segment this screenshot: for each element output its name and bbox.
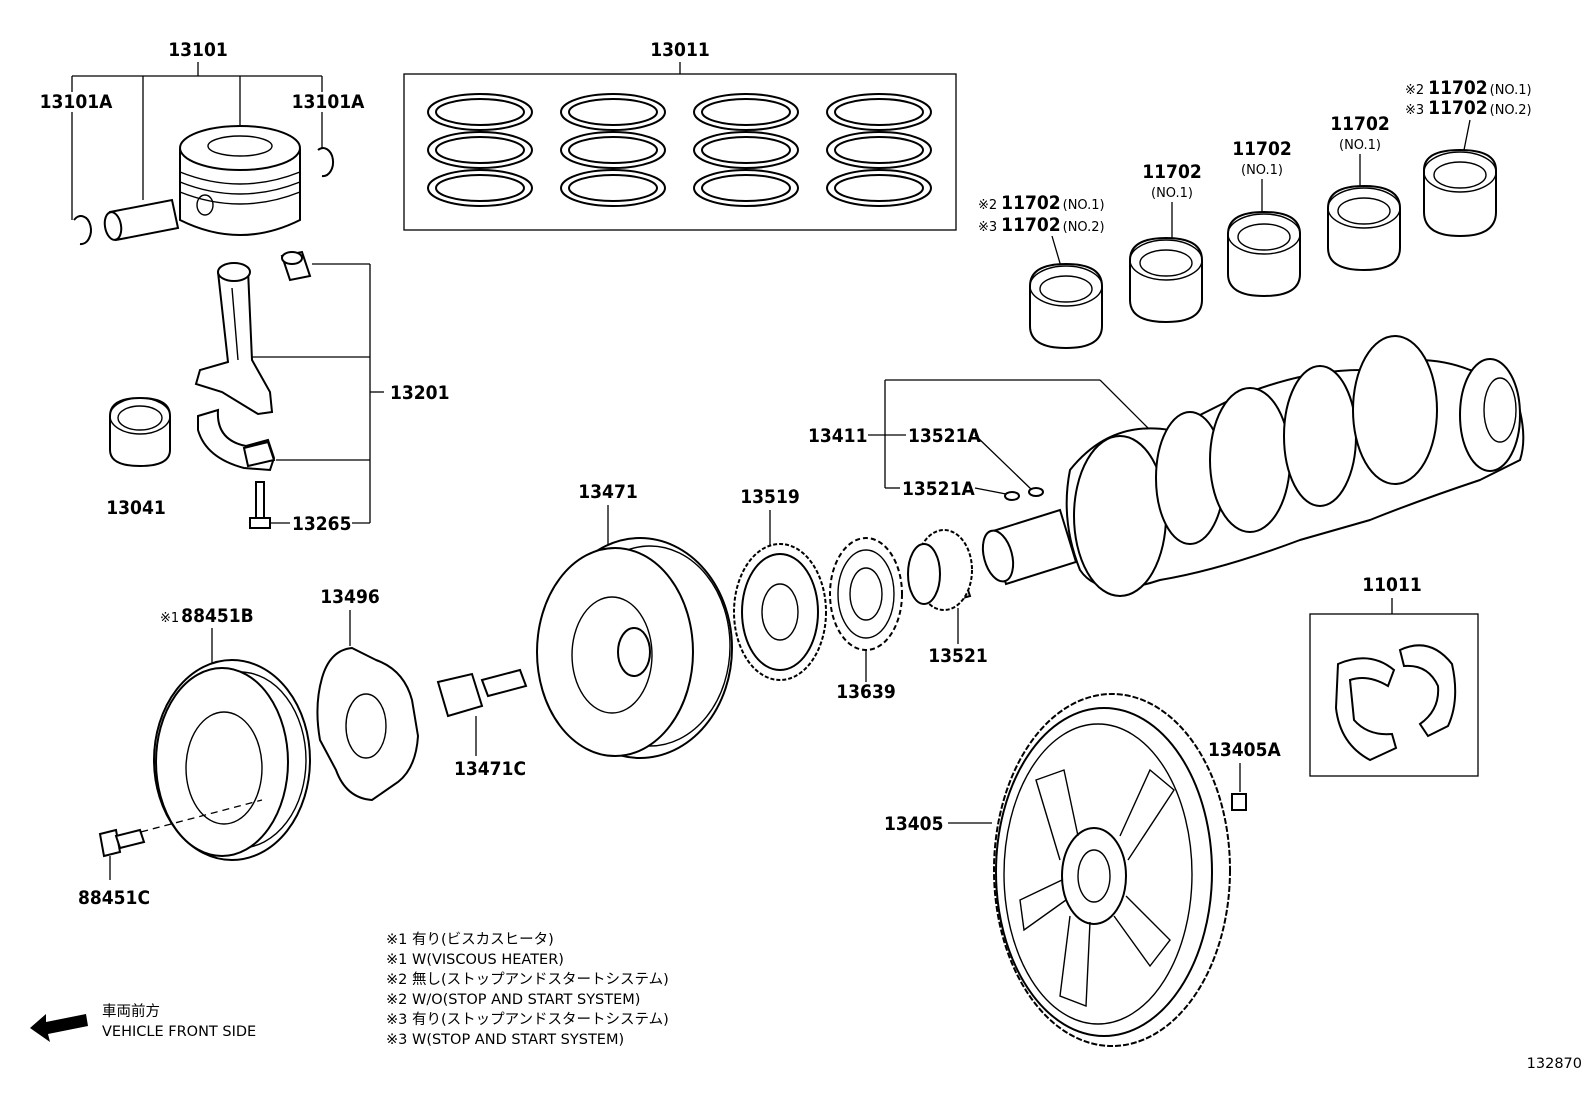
bearing-2-sub: (NO.1) — [1151, 186, 1193, 201]
piston-group: 13101 13101A 13101A — [40, 39, 365, 246]
bearing-2-part: 11702 — [1142, 161, 1201, 183]
piston-ring-set: 13011 — [403, 39, 957, 231]
part-13521: 13521 — [928, 645, 987, 667]
crankshaft-damper-pulley — [536, 537, 733, 759]
part-88451C: 88451C — [78, 887, 150, 909]
thrust-washer-box — [1309, 613, 1479, 777]
woodruff-key-1 — [1004, 491, 1020, 501]
connecting-rod — [194, 262, 274, 416]
note-6: ※3 W(STOP AND START SYSTEM) — [386, 1032, 624, 1048]
part-13405: 13405 — [884, 813, 943, 835]
damper-pulley-group: 13471 13471C 13496 — [316, 481, 733, 802]
bearing-4-part: 11702 — [1330, 113, 1389, 135]
ring-set-3 — [693, 93, 799, 207]
bearing-shell-2 — [1129, 236, 1203, 324]
pulley-set-plate — [316, 646, 420, 802]
thrust-washer-right — [1398, 644, 1457, 738]
woodruff-key-2 — [1028, 487, 1044, 497]
thrust-washer-left — [1334, 657, 1398, 762]
pulley-bolt — [436, 668, 528, 718]
rod-cap — [197, 408, 276, 472]
footnotes: ※1 有り(ビスカスヒータ) ※1 W(VISCOUS HEATER) ※2 無… — [386, 931, 669, 1048]
part-13471C: 13471C — [454, 758, 526, 780]
drive-plate-group: 13405 13405A — [884, 693, 1281, 1047]
part-13405A: 13405A — [1208, 739, 1281, 761]
note-1: ※1 有り(ビスカスヒータ) — [386, 931, 554, 948]
flywheel-pin — [1231, 793, 1247, 811]
ring-set-4 — [826, 93, 932, 207]
part-13101A-left: 13101A — [40, 91, 113, 113]
part-13496: 13496 — [320, 586, 379, 608]
ring-set-2 — [560, 93, 666, 207]
front-direction-indicator: 車両前方 VEHICLE FRONT SIDE — [30, 1003, 256, 1042]
note-5: ※3 有り(ストップアンドスタートシステム) — [386, 1011, 669, 1028]
crankshaft-group: 13411 13521A 13521A — [808, 335, 1525, 597]
part-13521A-upper: 13521A — [908, 425, 981, 447]
connecting-rod-group: 13201 13041 13265 — [106, 250, 449, 535]
part-11011: 11011 — [1362, 574, 1421, 596]
note-4: ※2 W/O(STOP AND START SYSTEM) — [386, 992, 640, 1008]
part-13519: 13519 — [740, 486, 799, 508]
part-13101A-right: 13101A — [292, 91, 365, 113]
direction-en: VEHICLE FRONT SIDE — [102, 1024, 256, 1040]
crankshaft — [981, 335, 1525, 597]
part-13201: 13201 — [390, 382, 449, 404]
crankshaft-timing-gear — [907, 529, 973, 611]
part-13639: 13639 — [836, 681, 895, 703]
direction-jp: 車両前方 — [102, 1003, 160, 1020]
part-13011: 13011 — [650, 39, 709, 61]
snap-ring-left — [73, 215, 92, 246]
note-3: ※2 無し(ストップアンドスタートシステム) — [386, 971, 669, 988]
part-13471: 13471 — [578, 481, 637, 503]
pulley-bolt-88451C — [98, 828, 146, 858]
oil-pump-drive-gear — [733, 543, 827, 681]
ring-set-box — [403, 73, 957, 231]
piston-pin — [103, 198, 180, 242]
left-arrow-icon — [30, 1014, 88, 1042]
piston — [179, 125, 301, 236]
part-13521A-lower: 13521A — [902, 478, 975, 500]
diagram-id: 132870 — [1527, 1056, 1582, 1072]
note-2: ※1 W(VISCOUS HEATER) — [386, 952, 564, 968]
bearing-4-sub: (NO.1) — [1339, 138, 1381, 153]
bearing-3-part: 11702 — [1232, 138, 1291, 160]
thrust-washer-group: 11011 — [1309, 574, 1479, 777]
snap-ring-right — [317, 147, 335, 178]
timing-components: 13519 13639 13521 — [733, 486, 988, 703]
part-13101: 13101 — [168, 39, 227, 61]
bearing-shell-4 — [1327, 184, 1401, 272]
bearing-shell-1 — [1029, 262, 1103, 350]
rod-bolt — [249, 481, 271, 529]
ring-set-1 — [427, 93, 533, 207]
rod-bearing — [109, 396, 171, 468]
bearing-3-sub: (NO.1) — [1241, 163, 1283, 178]
rod-bushing — [280, 250, 312, 282]
flywheel — [993, 693, 1231, 1047]
bearing-shell-5 — [1423, 148, 1497, 238]
viscous-heater-pulley — [153, 659, 311, 861]
bearing-shell-3 — [1227, 210, 1301, 298]
crank-timing-sprocket — [829, 537, 903, 651]
part-13041: 13041 — [106, 497, 165, 519]
part-13411: 13411 — [808, 425, 867, 447]
part-13265: 13265 — [292, 513, 351, 535]
